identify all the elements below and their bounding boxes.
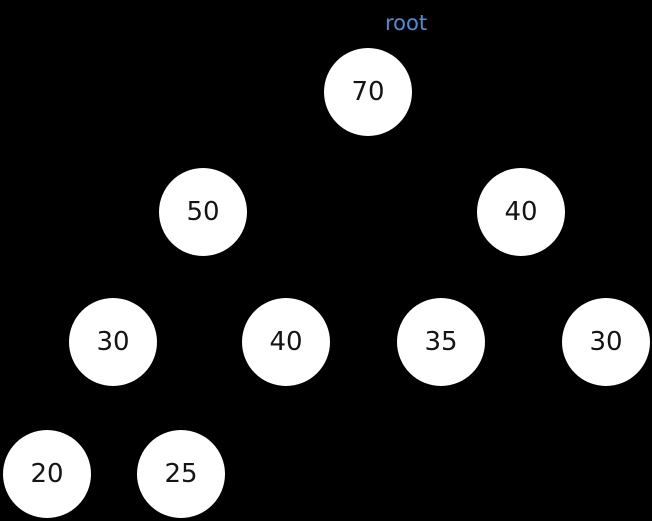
tree-node-label: 30 [589,327,623,357]
tree-node-label: 35 [424,327,458,357]
tree-node-label: 70 [351,77,385,107]
tree-node-30-n3[interactable]: 30 [69,298,157,386]
tree-node-label: 50 [186,197,220,227]
tree-node-25-n8[interactable]: 25 [137,430,225,518]
tree-node-30-n6[interactable]: 30 [562,298,650,386]
tree-node-label: 40 [269,327,303,357]
tree-node-40-n2[interactable]: 40 [477,168,565,256]
tree-node-label: 30 [96,327,130,357]
tree-node-40-n4[interactable]: 40 [242,298,330,386]
root-label: root [385,11,428,35]
tree-node-35-n5[interactable]: 35 [397,298,485,386]
tree-node-label: 40 [504,197,538,227]
tree-node-20-n7[interactable]: 20 [3,430,91,518]
tree-node-label: 25 [164,459,198,489]
tree-node-50-n1[interactable]: 50 [159,168,247,256]
tree-node-70-n0[interactable]: 70 [324,48,412,136]
tree-node-label: 20 [30,459,64,489]
